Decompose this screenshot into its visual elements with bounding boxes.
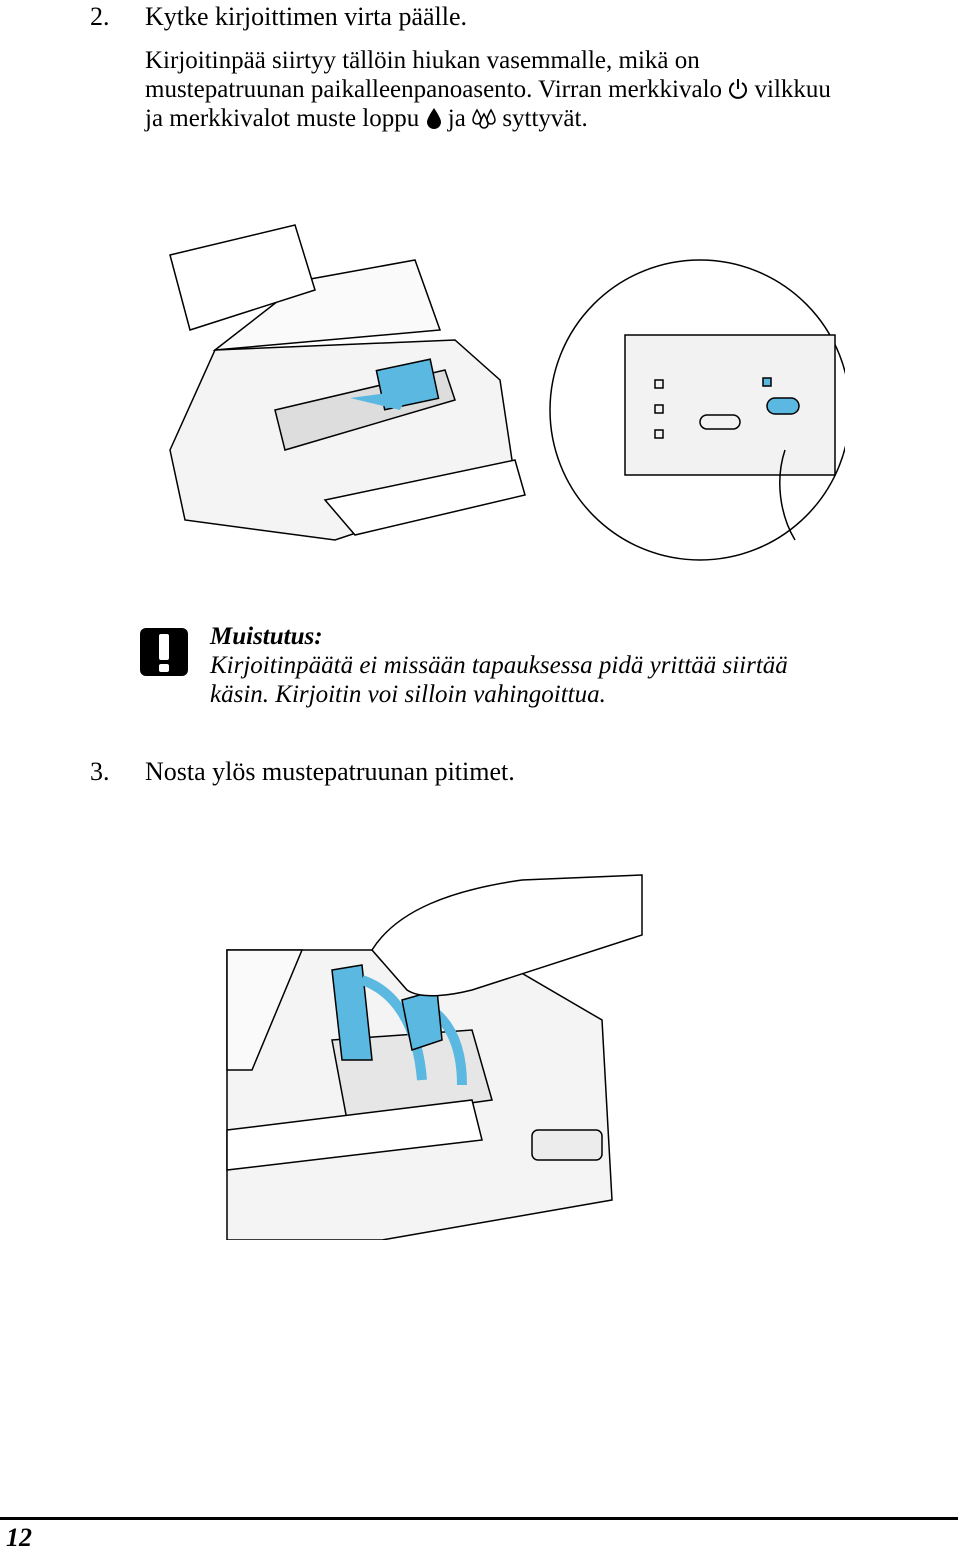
open-cover <box>226 949 304 1071</box>
note-line-2: käsin. Kirjoitin voi silloin vahingoittu… <box>210 681 606 708</box>
step-text: Kytke kirjoittimen virta päälle. <box>145 2 468 31</box>
panel-lights <box>654 377 800 439</box>
finger-outline <box>779 449 796 541</box>
hand <box>371 874 643 997</box>
step-2-description: Kirjoitinpää siirtyy tällöin hiukan vase… <box>145 46 960 133</box>
cartridge-clamp-illustration <box>226 874 643 1240</box>
description-line-1: Kirjoitinpää siirtyy tällöin hiukan vase… <box>145 47 700 74</box>
description-line-2: mustepatruunan paikalleenpanoasento. Vir… <box>145 76 831 103</box>
black-ink-drop-icon <box>426 108 441 129</box>
lift-arrow-1 <box>360 975 427 1081</box>
printer-power-on-illustration <box>169 224 845 561</box>
note-line-1: Kirjoitinpäätä ei missään tapauksessa pi… <box>210 652 788 679</box>
direction-arrow <box>350 390 410 410</box>
black-ink-light <box>654 404 664 414</box>
black-cartridge-clamp <box>331 964 373 1061</box>
color-ink-light <box>654 429 664 439</box>
power-icon <box>729 79 748 99</box>
caution-icon <box>140 628 188 676</box>
paper-out-light <box>654 379 664 389</box>
footer-rule <box>0 1517 958 1520</box>
output-tray <box>323 459 526 536</box>
paper-support <box>169 224 316 331</box>
page-number: 12 <box>6 1523 32 1552</box>
step-text: Nosta ylös mustepatruunan pitimet. <box>145 757 515 786</box>
step-number: 3. <box>90 757 110 786</box>
cleaning-button <box>699 414 741 430</box>
description-line-3: ja merkkivalot muste loppu ja syttyvät. <box>145 105 588 132</box>
color-ink-drops-icon <box>472 108 496 129</box>
step-number: 2. <box>90 2 110 31</box>
power-light <box>762 377 772 387</box>
power-button <box>766 397 800 415</box>
platen <box>226 1099 483 1171</box>
note-title: Muistutus: <box>210 623 323 650</box>
control-buttons <box>531 1129 603 1161</box>
